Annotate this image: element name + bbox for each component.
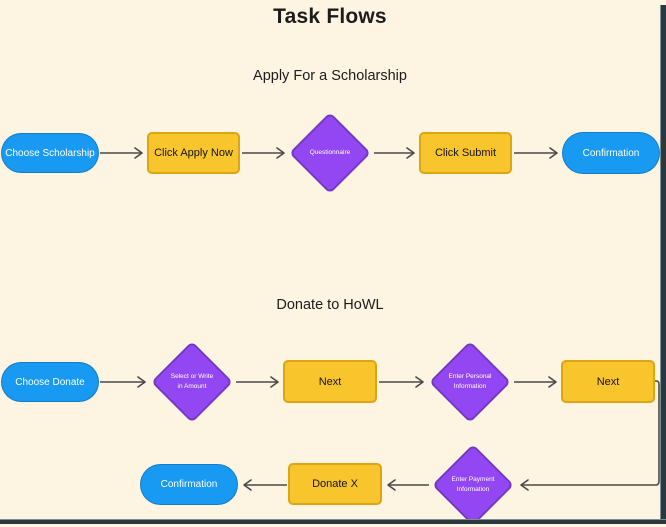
canvas-edge-bottom — [0, 519, 666, 524]
node-label: Click Submit — [434, 147, 497, 159]
node-enter-personal-information[interactable]: Enter Personal Information — [428, 340, 512, 424]
page-title: Task Flows — [273, 5, 387, 28]
node-label: Donate X — [312, 478, 358, 490]
flow-title-scholarship: Apply For a Scholarship — [253, 68, 407, 84]
node-label: Confirmation — [582, 147, 640, 159]
node-label: Click Apply Now — [154, 147, 233, 159]
node-confirmation-scholarship[interactable]: Confirmation — [562, 132, 660, 174]
node-label: Next — [318, 375, 342, 388]
node-label: Questionnaire — [309, 148, 351, 156]
node-next-1[interactable]: Next — [283, 360, 377, 403]
node-label: Next — [596, 375, 620, 388]
node-label: Select or Write in Amount — [170, 372, 214, 390]
node-choose-scholarship[interactable]: Choose Scholarship — [1, 133, 99, 173]
node-label: Choose Donate — [15, 376, 85, 388]
node-label: Choose Scholarship — [5, 147, 95, 159]
node-enter-payment-information[interactable]: Enter Payment Information — [431, 443, 515, 527]
node-label: Confirmation — [160, 479, 218, 490]
canvas-edge-right — [660, 5, 666, 523]
node-label: Enter Payment Information — [451, 475, 495, 493]
flow-title-donate: Donate to HoWL — [276, 297, 384, 313]
node-choose-donate[interactable]: Choose Donate — [1, 362, 99, 402]
node-select-or-write-amount[interactable]: Select or Write in Amount — [150, 340, 234, 424]
node-click-apply-now[interactable]: Click Apply Now — [147, 132, 240, 174]
node-confirmation-donate[interactable]: Confirmation — [140, 464, 238, 505]
node-donate-x[interactable]: Donate X — [288, 463, 382, 505]
node-click-submit[interactable]: Click Submit — [419, 132, 512, 174]
node-questionnaire[interactable]: Questionnaire — [288, 111, 372, 195]
node-next-2[interactable]: Next — [561, 360, 655, 403]
node-label: Enter Personal Information — [448, 372, 492, 390]
